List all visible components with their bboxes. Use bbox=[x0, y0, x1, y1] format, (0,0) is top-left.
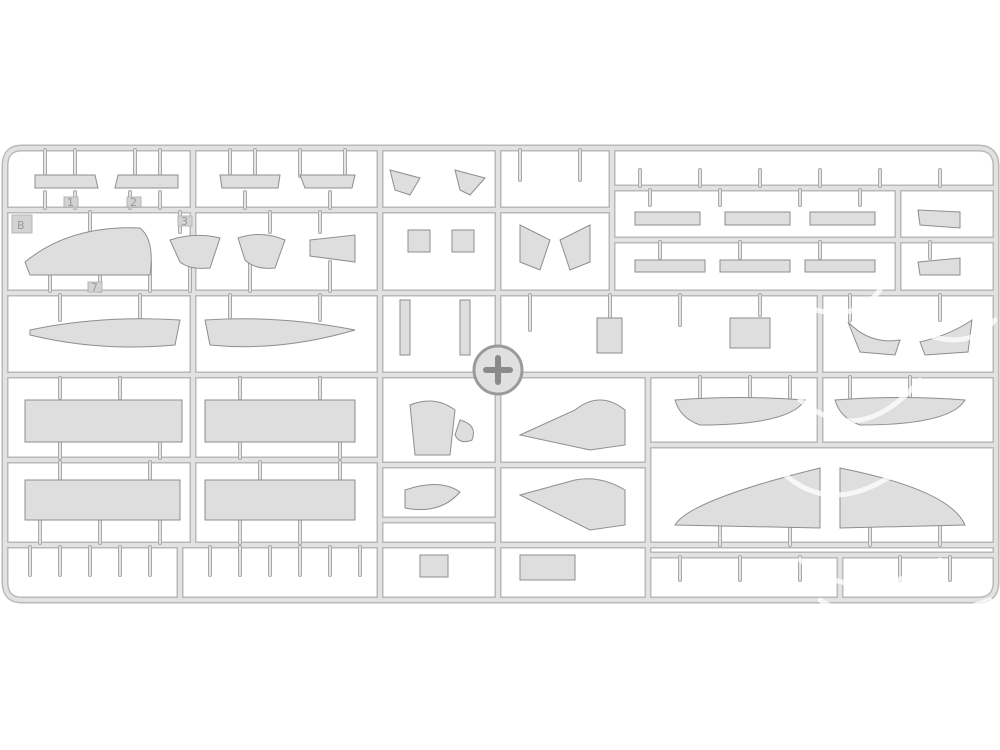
part-30 bbox=[634, 211, 701, 226]
watermark-stroke bbox=[777, 449, 993, 498]
wing-16 bbox=[204, 399, 356, 443]
tail-45 bbox=[839, 467, 966, 529]
part-33 bbox=[634, 259, 706, 273]
wing-17 bbox=[24, 479, 181, 521]
block-38 bbox=[596, 317, 623, 354]
strut-20 bbox=[459, 299, 471, 356]
pod-23 bbox=[404, 484, 461, 511]
flap-2 bbox=[114, 174, 179, 189]
drum-12 bbox=[451, 229, 475, 253]
aileron-42 bbox=[674, 397, 806, 426]
watermark-stroke bbox=[817, 597, 993, 623]
part-31 bbox=[724, 211, 791, 226]
part-number: 3 bbox=[181, 215, 188, 228]
sprue-letter-tag: B bbox=[11, 214, 33, 234]
part-34 bbox=[719, 259, 791, 273]
fin-36 bbox=[917, 209, 961, 229]
hatch-25 bbox=[519, 224, 551, 271]
part-32 bbox=[809, 211, 876, 226]
seat-21 bbox=[409, 400, 456, 456]
center-hub bbox=[472, 344, 524, 396]
sprue-letter: B bbox=[17, 219, 25, 232]
strut-19 bbox=[399, 299, 411, 356]
bracket-6 bbox=[454, 169, 486, 196]
prop-27 bbox=[518, 399, 626, 451]
part-number: 1 bbox=[67, 196, 74, 209]
panel-14 bbox=[204, 318, 356, 348]
fairing-9 bbox=[237, 234, 286, 269]
watermark-stroke bbox=[897, 317, 998, 343]
wing-15 bbox=[24, 399, 183, 443]
runner-highlight bbox=[3, 146, 998, 602]
flap-4 bbox=[299, 174, 356, 189]
sprue-runners bbox=[1, 144, 1000, 604]
fairing-8 bbox=[169, 234, 221, 269]
watermark-stroke bbox=[787, 287, 883, 316]
watermark-stroke bbox=[797, 377, 923, 424]
part-number: 7 bbox=[91, 281, 98, 294]
box-24 bbox=[419, 554, 449, 578]
flap-3 bbox=[219, 174, 281, 189]
part-number-tags: 1 2 3 7 bbox=[63, 196, 193, 294]
prop-28 bbox=[518, 478, 626, 531]
panel-13 bbox=[29, 318, 181, 348]
tail-44 bbox=[674, 467, 821, 529]
watermark-stroke bbox=[797, 557, 943, 588]
seatback-40 bbox=[847, 321, 901, 356]
cone-10 bbox=[309, 234, 356, 263]
sprue-parts bbox=[24, 169, 973, 581]
part-35 bbox=[804, 259, 876, 273]
console-39 bbox=[729, 317, 771, 349]
hatch-26 bbox=[559, 224, 591, 271]
knob-22 bbox=[454, 419, 474, 443]
flap-1 bbox=[34, 174, 99, 189]
fin-37 bbox=[917, 257, 961, 276]
wing-18 bbox=[204, 479, 356, 521]
watermark bbox=[777, 287, 998, 623]
box-29 bbox=[519, 554, 576, 581]
drum-11 bbox=[407, 229, 431, 253]
bracket-5 bbox=[389, 169, 421, 196]
part-number: 2 bbox=[130, 196, 137, 209]
cowl-7 bbox=[24, 227, 152, 276]
